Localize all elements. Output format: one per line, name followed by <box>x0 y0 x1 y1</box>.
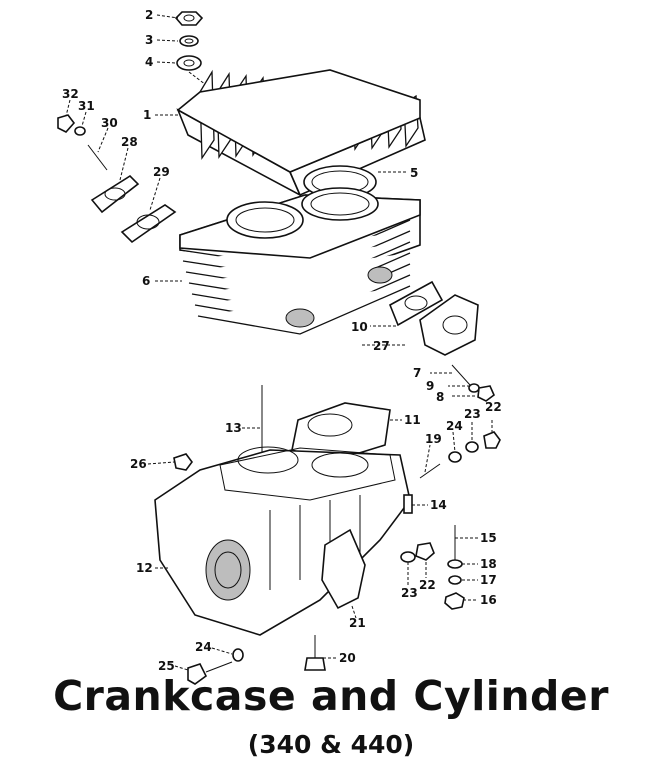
callout-22-upper: 22 <box>485 400 502 414</box>
callout-28: 28 <box>121 135 138 149</box>
callout-4: 4 <box>145 55 153 69</box>
flat-washer <box>176 55 202 71</box>
lower-nut <box>415 542 435 561</box>
callout-27: 27 <box>373 339 390 353</box>
transfer-lock-washer <box>465 441 479 453</box>
dowel-pin <box>403 494 413 514</box>
exhaust-gasket-plate <box>120 204 177 244</box>
mounting-washer <box>447 559 463 569</box>
mounting-nut <box>444 592 465 610</box>
callout-5: 5 <box>410 166 418 180</box>
callout-15: 15 <box>480 531 497 545</box>
intake-manifold <box>419 294 479 356</box>
callout-16: 16 <box>480 593 497 607</box>
bleed-screw <box>173 453 193 471</box>
lower-washer <box>400 551 416 563</box>
callout-3: 3 <box>145 33 153 47</box>
lock-washer <box>179 35 199 47</box>
callout-25: 25 <box>158 659 175 673</box>
callout-19: 19 <box>425 432 442 446</box>
horizontal-bolt <box>187 661 233 685</box>
transfer-washer <box>448 451 462 463</box>
exhaust-stud <box>87 144 108 171</box>
diagram-title: Crankcase and Cylinder <box>53 672 609 720</box>
stud-washer <box>74 126 86 136</box>
callout-17: 17 <box>480 573 497 587</box>
callout-22-lower: 22 <box>419 578 436 592</box>
callout-2: 2 <box>145 8 153 22</box>
callout-23-upper: 23 <box>464 407 481 421</box>
bolt-washer <box>232 648 244 662</box>
callout-29: 29 <box>153 165 170 179</box>
callout-10: 10 <box>351 320 368 334</box>
callout-6: 6 <box>142 274 150 288</box>
vertical-bolt <box>304 635 326 671</box>
callout-23-lower: 23 <box>401 586 418 600</box>
callout-21: 21 <box>349 616 366 630</box>
intake-stud <box>451 364 471 386</box>
transfer-stud <box>419 463 441 479</box>
callout-1: 1 <box>143 108 151 122</box>
diagram-subtitle: (340 & 440) <box>247 730 415 759</box>
mounting-lock-washer <box>448 575 462 585</box>
callout-24-upper: 24 <box>446 419 463 433</box>
crankcase-cover <box>321 528 366 610</box>
callout-13: 13 <box>225 421 242 435</box>
callout-20: 20 <box>339 651 356 665</box>
cylinder-head-nut <box>174 11 204 26</box>
stud-nut <box>57 114 76 133</box>
exhaust-gasket <box>90 174 140 214</box>
intake-nut <box>477 385 495 402</box>
callout-18: 18 <box>480 557 497 571</box>
callout-12: 12 <box>136 561 153 575</box>
callout-26: 26 <box>130 457 147 471</box>
crankcase <box>154 446 411 636</box>
callout-11: 11 <box>404 413 421 427</box>
callout-7: 7 <box>413 366 421 380</box>
callout-32: 32 <box>62 87 79 101</box>
callout-14: 14 <box>430 498 447 512</box>
callout-30: 30 <box>101 116 118 130</box>
callout-24-lower: 24 <box>195 640 212 654</box>
intake-washer <box>468 383 480 393</box>
callout-31: 31 <box>78 99 95 113</box>
cylinder-head <box>176 69 426 197</box>
callout-9: 9 <box>426 379 434 393</box>
transfer-nut <box>483 431 501 449</box>
intake-gasket <box>388 280 444 327</box>
leader-lines <box>65 14 493 671</box>
callout-8: 8 <box>436 390 444 404</box>
cylinder-block <box>179 187 421 335</box>
